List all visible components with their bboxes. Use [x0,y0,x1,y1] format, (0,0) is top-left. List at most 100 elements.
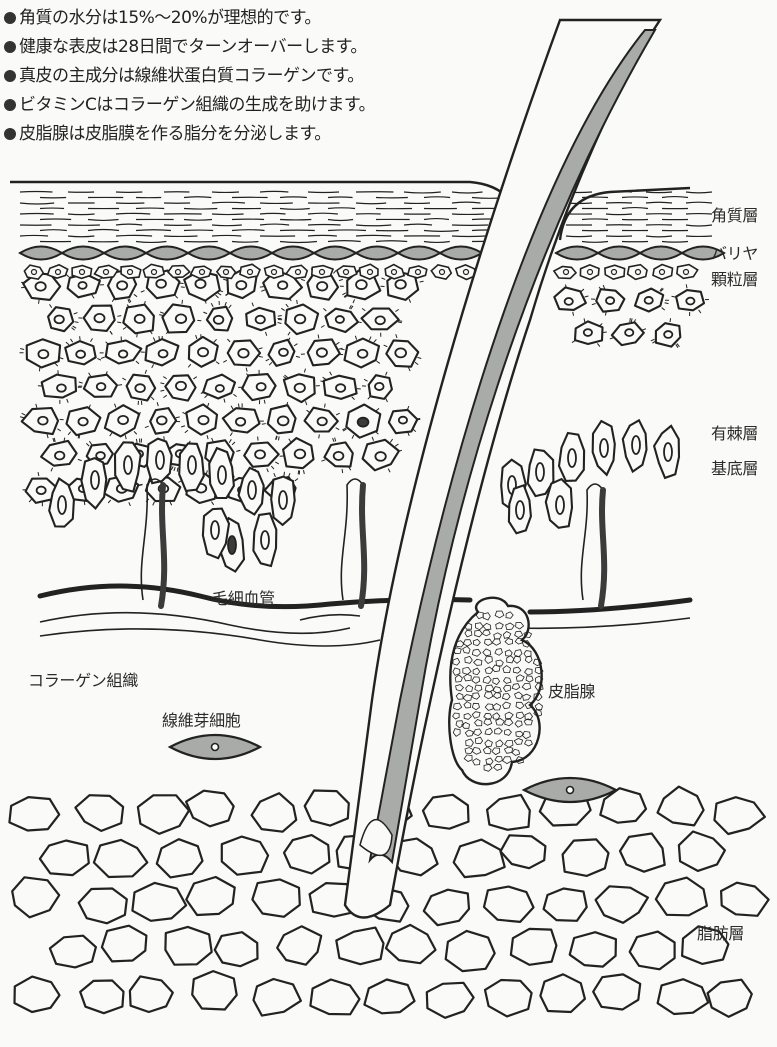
fat-cell [511,929,557,965]
corneum-line [88,230,119,231]
cell-spine [47,434,48,438]
epidermal-cell [324,442,352,466]
fat-cell [130,976,173,1012]
cell-spine [207,435,208,439]
cell-nucleus [228,536,236,554]
epidermal-cell [345,339,380,368]
epidermal-cell [324,376,357,399]
cell-spine [79,382,83,383]
epidermal-cell [656,323,680,346]
basal-cell [593,421,615,475]
corneum-line [582,242,608,243]
epidermal-cell [67,407,101,435]
fat-cell [12,877,59,917]
cell-spine [134,294,137,296]
cell-spine [98,278,102,280]
fat-cell [157,839,203,877]
cell-spine [597,343,599,346]
granular-cell [360,264,378,279]
granular-cell [121,266,141,278]
cell-spine [321,460,325,461]
corneum-line [260,213,286,214]
cell-spine [55,363,58,366]
cell-spine [205,300,206,304]
cell-spine [381,278,385,279]
corneum-line [328,230,366,231]
fat-cell [186,791,234,827]
sebaceous-gland [449,598,543,784]
barrier-cell [146,247,188,260]
epidermal-cell [84,375,117,397]
epidermal-cell [246,308,275,330]
fat-cell [596,886,648,923]
cell-spine [266,332,267,336]
cell-spine [610,338,614,339]
corneum-line [424,197,450,198]
cell-spine [208,403,209,407]
cell-spine [408,367,410,371]
cell-spine [214,339,217,342]
fat-cell [80,981,123,1014]
fat-cell [708,980,752,1017]
cell-spine [388,469,390,473]
fat-cell [9,797,59,830]
cell-spine [670,318,671,322]
cell-spine [584,318,585,322]
cell-spine [395,444,398,446]
epidermal-cell [284,374,315,402]
cell-spine [49,304,51,307]
cell-spine [21,287,25,288]
barrier-cell [20,247,62,260]
corneum-line [424,242,450,243]
cell-spine [145,370,146,374]
fat-cell [186,877,234,915]
cell-spine [97,358,101,360]
epidermal-cell [41,441,77,466]
epidermal-cell [165,375,195,400]
epidermal-cell [22,408,58,434]
label-stratum-granulosum: 顆粒層 [711,266,758,290]
barrier-cell [440,247,482,260]
collagen-fiber [300,615,360,620]
cell-spine [301,279,305,280]
corneum-line [404,224,432,225]
barrier-cell [598,247,640,260]
cell-spine [72,328,75,331]
cell-spine [101,357,105,358]
cell-spine [90,338,92,341]
fat-cell [252,793,297,832]
cell-spine [212,438,214,442]
cell-spine [372,437,373,441]
sebum-cell [535,703,542,710]
cell-spine [36,404,37,408]
cell-spine [171,466,173,470]
fat-cell [540,974,585,1012]
cell-spine [296,356,300,357]
cell-spine [274,473,276,477]
corneum-line [356,235,391,236]
label-sebaceous-gland: 皮脂腺 [548,678,595,702]
basal-cell [253,513,276,566]
barrier-cell [272,247,314,260]
cell-spine [160,390,164,391]
cell-spine [89,405,90,409]
cell-spine [29,499,32,502]
cell-spine [89,373,91,376]
cell-spine [415,362,418,364]
corneum-line [328,208,355,209]
corneum-line [404,192,441,193]
cell-spine [21,282,25,283]
granular-cell [628,265,647,280]
corneum-line [646,192,672,193]
cell-spine [266,359,270,361]
corneum-line [68,214,95,215]
cell-spine [376,408,379,411]
fat-cell [485,980,532,1016]
basal-cell [654,426,679,478]
fibroblast-nucleus [212,744,219,751]
cell-spine [603,285,604,289]
epidermal-cell [203,375,235,399]
cell-spine [297,300,298,304]
cell-spine [231,406,233,409]
cell-spine [333,438,335,442]
